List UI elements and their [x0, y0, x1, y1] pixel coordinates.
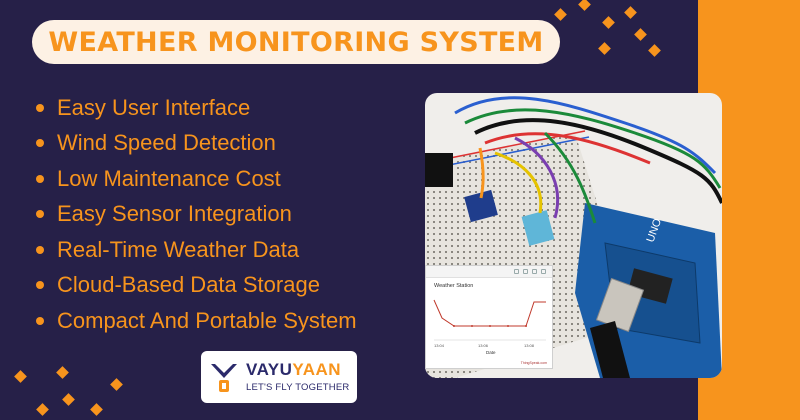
weather-station-panel: Weather Station 13:04 13:06 13:08 Date T… — [425, 265, 553, 369]
feature-item: Easy Sensor Integration — [36, 197, 357, 233]
diamond-decoration — [602, 16, 615, 29]
page-title: WEATHER MONITORING SYSTEM — [48, 26, 544, 58]
diamond-decoration — [36, 403, 49, 416]
feature-item: Compact And Portable System — [36, 303, 357, 339]
wifi-module — [425, 153, 453, 187]
feature-text: Cloud-Based Data Storage — [57, 272, 320, 298]
feature-text: Low Maintenance Cost — [57, 165, 281, 191]
drone-icon — [211, 364, 237, 392]
diamond-decoration — [598, 42, 611, 55]
bullet-icon — [36, 210, 44, 219]
logo-name-part2: YAAN — [292, 360, 342, 379]
feature-item: Cloud-Based Data Storage — [36, 268, 357, 304]
bullet-icon — [36, 139, 44, 148]
diamond-decoration — [56, 366, 69, 379]
feature-list: Easy User Interface Wind Speed Detection… — [36, 90, 357, 339]
diamond-decoration — [554, 8, 567, 21]
bullet-icon — [36, 281, 44, 290]
feature-item: Real-Time Weather Data — [36, 232, 357, 268]
diamond-decoration — [110, 378, 123, 391]
diamond-decoration — [62, 393, 75, 406]
logo-tagline: LET'S FLY TOGETHER — [246, 382, 350, 393]
panel-title: Weather Station — [434, 283, 474, 289]
pressure-sensor — [464, 189, 498, 223]
x-axis-label: Date — [486, 350, 496, 355]
edit-icon — [532, 269, 537, 274]
bullet-icon — [36, 174, 44, 183]
close-icon — [541, 269, 546, 274]
feature-text: Real-Time Weather Data — [57, 236, 300, 262]
logo-name-part1: VAYU — [246, 360, 293, 379]
feature-text: Easy User Interface — [57, 94, 251, 120]
feature-item: Low Maintenance Cost — [36, 161, 357, 197]
vayuyaan-logo: VAYUYAAN LET'S FLY TOGETHER — [201, 351, 357, 403]
diamond-decoration — [634, 28, 647, 41]
dht-sensor — [521, 210, 555, 246]
bullet-icon — [36, 316, 44, 325]
x-tick-label: 13:04 — [434, 343, 445, 348]
diamond-decoration — [14, 370, 27, 383]
diamond-decoration — [648, 44, 661, 57]
diamond-decoration — [90, 403, 103, 416]
external-link-icon — [514, 269, 519, 274]
usb-cable — [590, 321, 630, 378]
panel-footer: ThingSpeak.com — [520, 361, 547, 365]
feature-item: Wind Speed Detection — [36, 126, 357, 162]
x-tick-label: 13:08 — [524, 343, 535, 348]
comment-icon — [523, 269, 528, 274]
bullet-icon — [36, 103, 44, 112]
logo-name: VAYUYAAN — [246, 361, 349, 379]
bullet-icon — [36, 245, 44, 254]
panel-line-chart: 13:04 13:06 13:08 Date — [433, 299, 546, 355]
title-banner: WEATHER MONITORING SYSTEM — [32, 20, 560, 64]
hardware-photo: UNO Weather Station 13:04 — [425, 93, 722, 378]
diamond-decoration — [578, 0, 591, 11]
feature-text: Easy Sensor Integration — [57, 201, 292, 227]
feature-text: Compact And Portable System — [57, 307, 357, 333]
feature-item: Easy User Interface — [36, 90, 357, 126]
panel-toolbar — [426, 266, 552, 278]
x-tick-label: 13:06 — [478, 343, 489, 348]
diamond-decoration — [624, 6, 637, 19]
feature-text: Wind Speed Detection — [57, 130, 276, 156]
